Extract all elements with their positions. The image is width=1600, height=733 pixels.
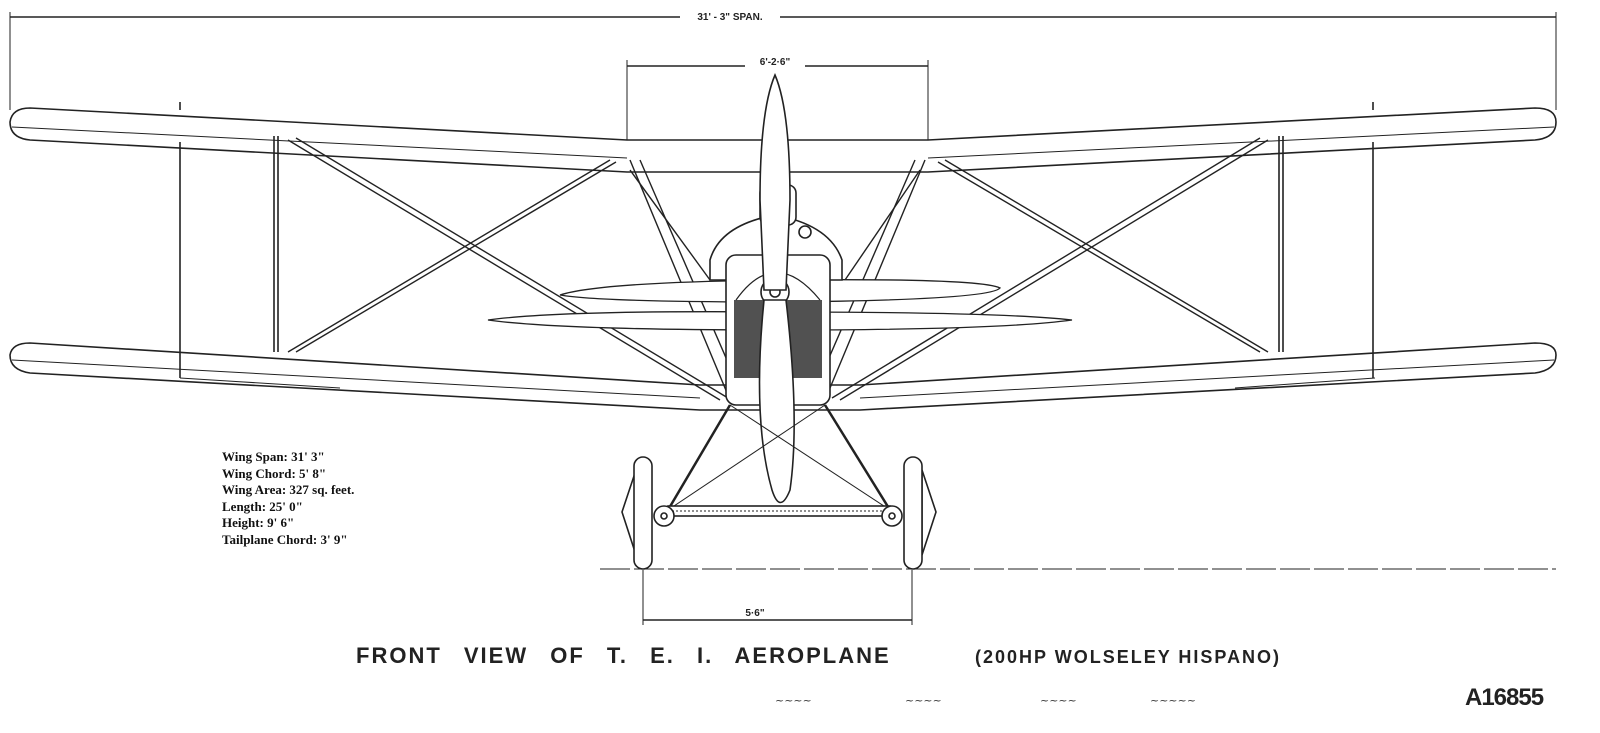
- spec-tailplane-chord: Tailplane Chord: 3' 9": [222, 531, 348, 547]
- spec-length: Length: 25' 0": [222, 498, 303, 514]
- drawing-subtitle: (200HP WOLSELEY HISPANO): [975, 647, 1282, 667]
- spec-height: Height: 9' 6": [222, 515, 295, 530]
- drawing-title: FRONT VIEW OF T. E. I. AEROPLANE: [356, 643, 891, 668]
- interplane-struts: [179, 136, 1374, 378]
- signature-4: ~~~~~: [1150, 694, 1197, 707]
- signature-2: ~~~~: [905, 694, 942, 707]
- span-label: 31' - 3" SPAN.: [697, 12, 763, 23]
- spec-wing-span: Wing Span: 31' 3": [222, 449, 325, 464]
- spec-wing-area: Wing Area: 327 sq. feet.: [222, 482, 355, 497]
- signature-3: ~~~~: [1040, 694, 1077, 707]
- centre-label: 6'-2·6": [760, 57, 791, 68]
- right-wheel: [881, 456, 937, 570]
- propeller: [758, 72, 795, 504]
- drawing-number: A16855: [1465, 684, 1544, 711]
- signature-1: ~~~~: [775, 694, 812, 707]
- bracing-wires: [287, 137, 1269, 401]
- spec-wing-chord: Wing Chord: 5' 8": [222, 465, 327, 481]
- track-dimension: 5·6": [642, 570, 913, 625]
- specifications-list: Wing Span: 31' 3" Wing Chord: 5' 8" Wing…: [222, 449, 354, 548]
- left-wheel: [621, 456, 675, 570]
- span-dimension: 31' - 3" SPAN.: [9, 8, 1557, 110]
- track-label: 5·6": [745, 608, 764, 619]
- centre-dimension: 6'-2·6": [626, 55, 929, 160]
